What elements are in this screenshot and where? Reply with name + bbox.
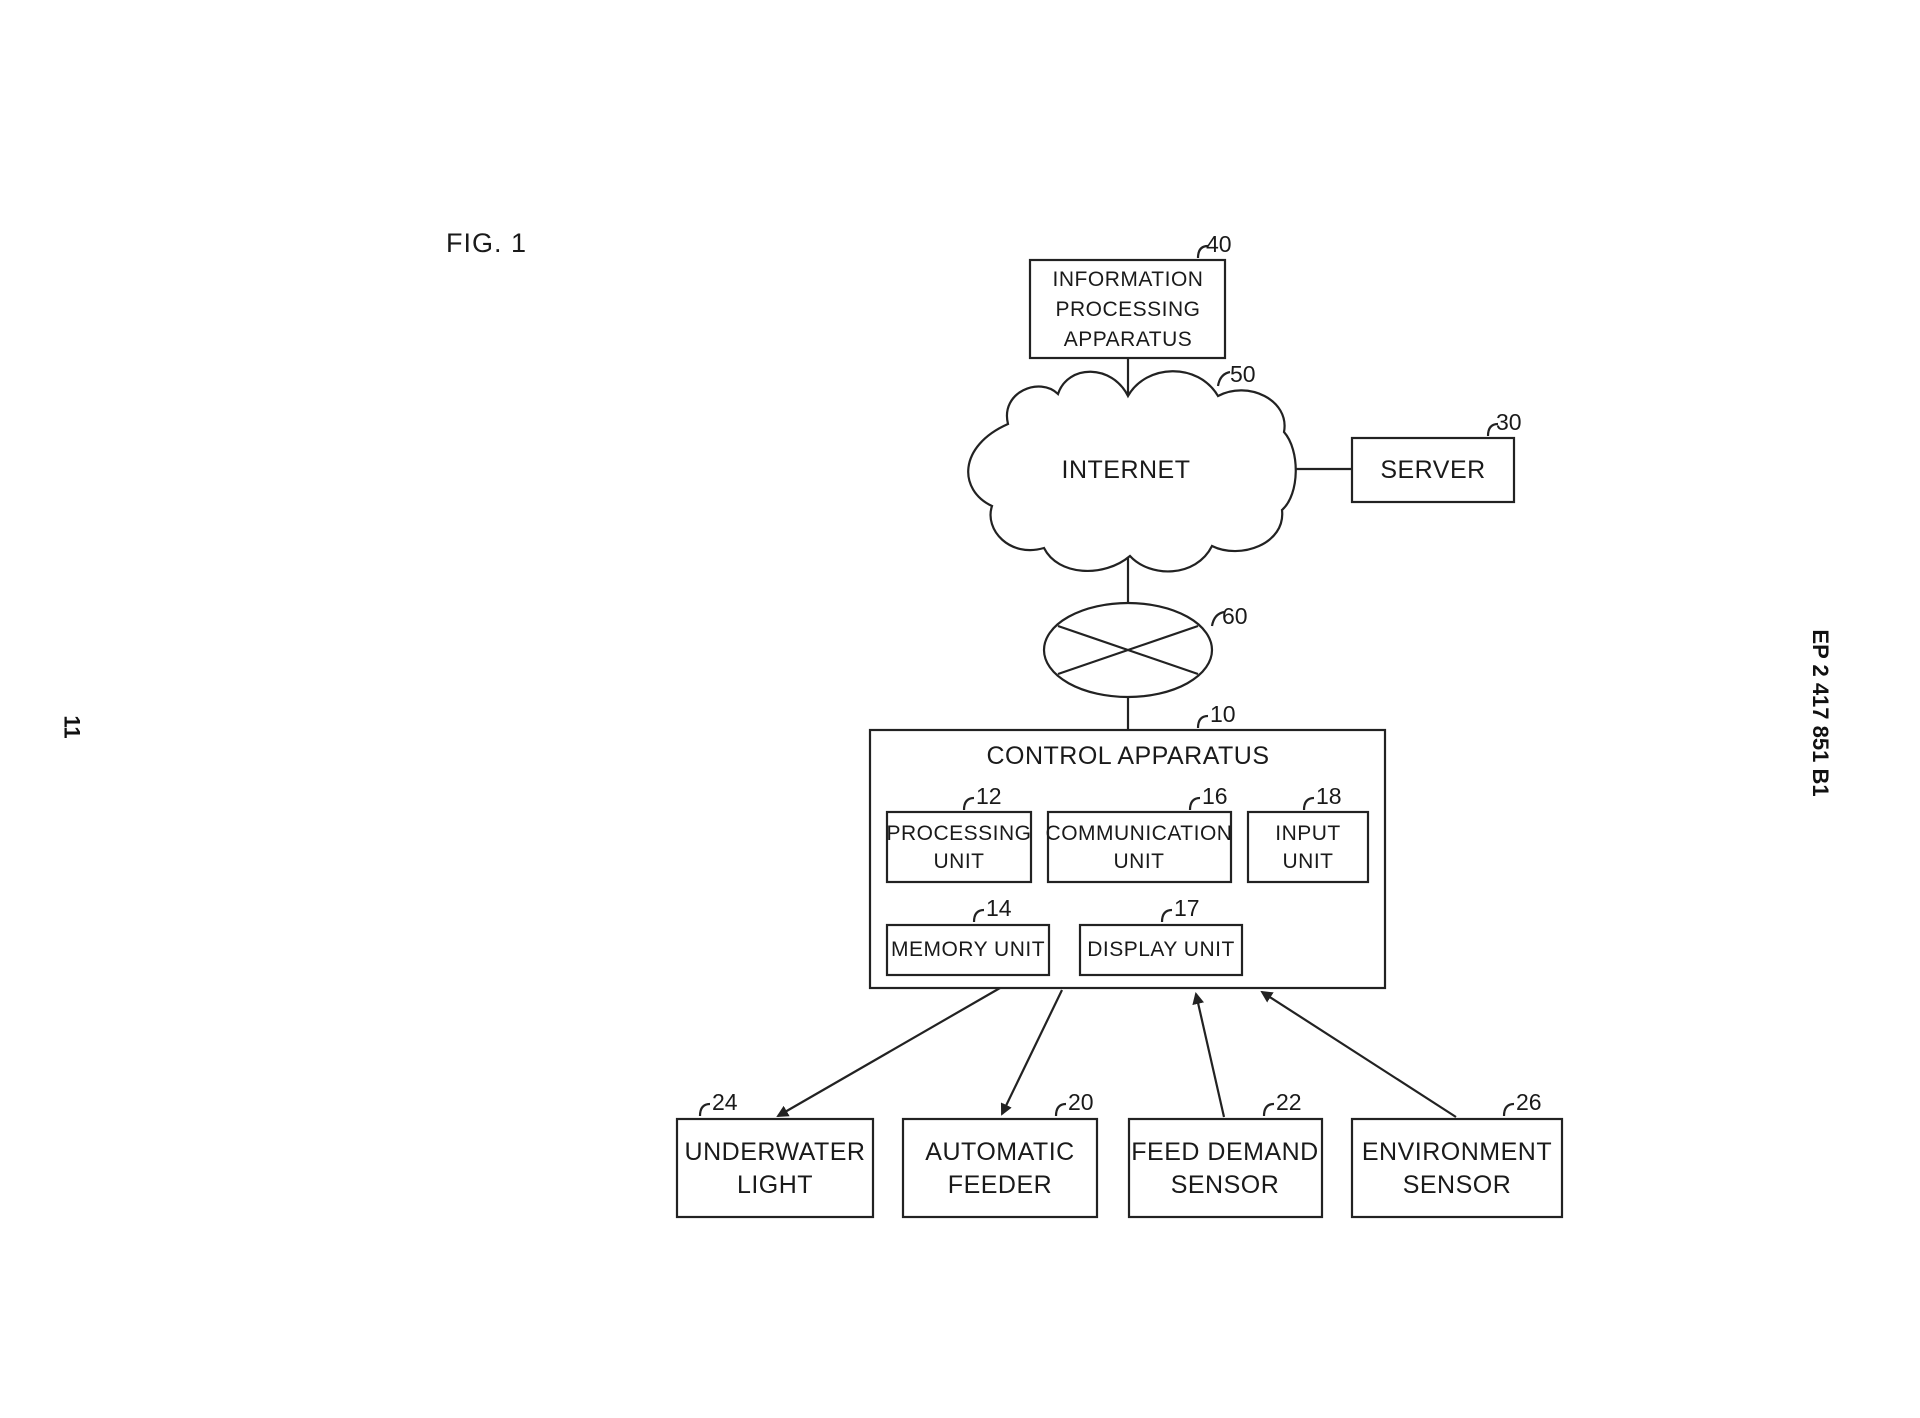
display-unit-node: DISPLAY UNIT 17 bbox=[1078, 895, 1244, 977]
server-node: SERVER 30 bbox=[1350, 409, 1522, 504]
router-ref: 60 bbox=[1222, 603, 1248, 629]
environment-sensor-node: ENVIRONMENT SENSOR 26 bbox=[1350, 1089, 1564, 1219]
memory-unit-ref: 14 bbox=[986, 895, 1012, 921]
feed-demand-sensor-ref: 22 bbox=[1276, 1089, 1302, 1115]
feed-demand-sensor-line-2: SENSOR bbox=[1171, 1171, 1280, 1199]
arrow-environment-sensor-to-control bbox=[1260, 990, 1457, 1118]
arrow-control-to-underwater-light bbox=[776, 987, 1001, 1117]
processing-unit-line-2: UNIT bbox=[934, 850, 985, 873]
control-apparatus-label: CONTROL APPARATUS bbox=[986, 742, 1269, 770]
server-label: SERVER bbox=[1380, 456, 1485, 484]
feed-demand-sensor-line-1: FEED DEMAND bbox=[1131, 1138, 1318, 1166]
info-processing-line-1: INFORMATION bbox=[1053, 268, 1204, 291]
arrow-control-to-automatic-feeder bbox=[1000, 989, 1063, 1116]
display-unit-ref: 17 bbox=[1174, 895, 1200, 921]
processing-unit-ref: 12 bbox=[976, 783, 1002, 809]
input-unit-line-1: INPUT bbox=[1275, 822, 1341, 845]
communication-unit-node: COMMUNICATION UNIT 16 bbox=[1046, 783, 1233, 884]
info-processing-line-2: PROCESSING bbox=[1055, 298, 1200, 321]
internet-label: INTERNET bbox=[1062, 456, 1191, 484]
underwater-light-ref: 24 bbox=[712, 1089, 738, 1115]
automatic-feeder-line-1: AUTOMATIC bbox=[925, 1138, 1074, 1166]
info-processing-line-3: APPARATUS bbox=[1064, 328, 1193, 351]
feed-demand-sensor-node: FEED DEMAND SENSOR 22 bbox=[1127, 1089, 1324, 1219]
underwater-light-line-1: UNDERWATER bbox=[685, 1138, 866, 1166]
control-apparatus-node: CONTROL APPARATUS 10 PROCESSING UNIT 12 … bbox=[868, 701, 1387, 990]
communication-unit-line-2: UNIT bbox=[1114, 850, 1165, 873]
info-processing-ref: 40 bbox=[1206, 231, 1232, 257]
automatic-feeder-line-2: FEEDER bbox=[948, 1171, 1052, 1199]
environment-sensor-line-2: SENSOR bbox=[1403, 1171, 1512, 1199]
server-ref: 30 bbox=[1496, 409, 1522, 435]
automatic-feeder-node: AUTOMATIC FEEDER 20 bbox=[901, 1089, 1099, 1219]
underwater-light-node: UNDERWATER LIGHT 24 bbox=[675, 1089, 875, 1219]
underwater-light-line-2: LIGHT bbox=[737, 1171, 813, 1199]
input-unit-node: INPUT UNIT 18 bbox=[1246, 783, 1370, 884]
memory-unit-label: MEMORY UNIT bbox=[891, 938, 1045, 961]
arrow-feed-demand-sensor-to-control bbox=[1192, 992, 1226, 1118]
input-unit-line-2: UNIT bbox=[1283, 850, 1334, 873]
figure-label: FIG. 1 bbox=[446, 228, 528, 258]
display-unit-label: DISPLAY UNIT bbox=[1087, 938, 1235, 961]
internet-ref: 50 bbox=[1230, 361, 1256, 387]
internet-cloud-node: INTERNET 50 bbox=[967, 361, 1297, 573]
internet-cloud-shape bbox=[967, 370, 1297, 573]
input-unit-ref: 18 bbox=[1316, 783, 1342, 809]
environment-sensor-ref: 26 bbox=[1516, 1089, 1542, 1115]
router-node: 60 bbox=[1042, 601, 1248, 699]
automatic-feeder-ref: 20 bbox=[1068, 1089, 1094, 1115]
communication-unit-line-1: COMMUNICATION bbox=[1046, 822, 1233, 845]
memory-unit-node: MEMORY UNIT 14 bbox=[885, 895, 1051, 977]
processing-unit-node: PROCESSING UNIT 12 bbox=[885, 783, 1033, 884]
information-processing-apparatus-node: INFORMATION PROCESSING APPARATUS 40 bbox=[1028, 231, 1232, 360]
environment-sensor-line-1: ENVIRONMENT bbox=[1362, 1138, 1552, 1166]
processing-unit-line-1: PROCESSING bbox=[886, 822, 1031, 845]
communication-unit-ref: 16 bbox=[1202, 783, 1228, 809]
control-apparatus-ref: 10 bbox=[1210, 701, 1236, 727]
